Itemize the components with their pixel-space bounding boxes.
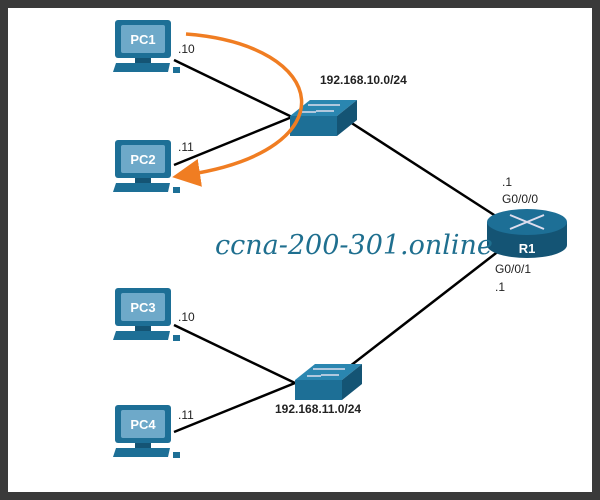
pc2-ip: .11	[178, 140, 194, 154]
switch-lan2[interactable]	[295, 364, 362, 400]
link-pc3-switch2	[173, 323, 296, 385]
pc2-computer[interactable]: PC2	[113, 140, 180, 193]
router-label: R1	[519, 241, 536, 256]
link-pc4-switch2	[173, 381, 296, 434]
pc1-ip: .10	[178, 42, 195, 56]
g000-ip: .1	[502, 175, 512, 189]
g000-interface: G0/0/0	[502, 192, 538, 206]
g001-ip: .1	[495, 280, 505, 294]
traffic-arrow	[172, 32, 304, 187]
lan1-network: 192.168.10.0/24	[320, 73, 407, 87]
pc1-label: PC1	[130, 32, 155, 47]
switch-lan1[interactable]	[290, 100, 357, 136]
pc3-computer[interactable]: PC3	[113, 288, 180, 341]
pc4-ip: .11	[178, 408, 194, 422]
pc4-label: PC4	[130, 417, 156, 432]
pc4-computer[interactable]: PC4	[113, 405, 180, 458]
pc3-ip: .10	[178, 310, 195, 324]
pc2-label: PC2	[130, 152, 155, 167]
link-pc2-switch1	[173, 115, 293, 167]
pc3-label: PC3	[130, 300, 155, 315]
link-router-switch2	[344, 249, 501, 371]
pc1-computer[interactable]: PC1	[113, 20, 180, 73]
lan2-network: 192.168.11.0/24	[275, 402, 361, 416]
link-pc1-switch1	[173, 58, 293, 119]
watermark: ccna-200-301.online	[215, 230, 493, 261]
router-r1[interactable]: R1	[487, 209, 567, 258]
g001-interface: G0/0/1	[495, 262, 531, 276]
link-switch1-router	[349, 120, 506, 224]
